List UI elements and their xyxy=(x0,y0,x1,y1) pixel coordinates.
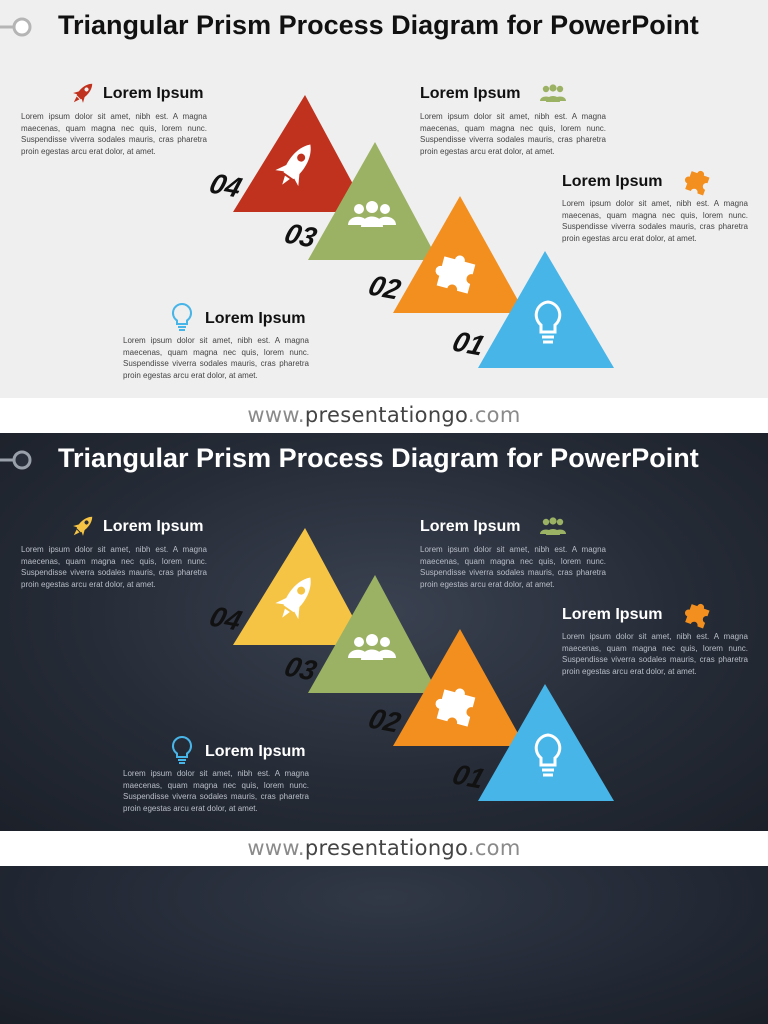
heading-03: Lorem Ipsum xyxy=(420,518,521,535)
rocket-icon xyxy=(73,83,93,103)
users-icon xyxy=(348,634,396,660)
triangle-diagram xyxy=(233,95,614,368)
users-icon xyxy=(348,201,396,227)
body-02: Lorem ipsum dolor sit amet, nibh est. A … xyxy=(562,632,748,676)
pin-icon xyxy=(0,17,32,37)
triangle-diagram xyxy=(233,528,614,801)
triangle-01 xyxy=(478,684,614,801)
body-03: Lorem ipsum dolor sit amet, nibh est. A … xyxy=(420,112,606,156)
rocket-icon xyxy=(275,577,311,620)
puzzle-icon xyxy=(684,170,710,196)
slide-title: Triangular Prism Process Diagram for Pow… xyxy=(58,443,699,473)
background-area xyxy=(0,866,768,1024)
lightbulb-icon xyxy=(171,302,193,331)
slide-light: Triangular Prism Process Diagram for Pow… xyxy=(0,0,768,398)
pin-icon xyxy=(0,450,32,470)
triangle-03 xyxy=(308,142,438,260)
triangle-01 xyxy=(478,251,614,368)
footer-light[interactable]: www.presentationgo.com xyxy=(0,398,768,433)
slide-dark: Triangular Prism Process Diagram for Pow… xyxy=(0,433,768,831)
footer-brand: presentationgo xyxy=(304,403,468,427)
heading-02: Lorem Ipsum xyxy=(562,606,663,623)
heading-01: Lorem Ipsum xyxy=(205,310,306,327)
heading-04: Lorem Ipsum xyxy=(103,85,204,102)
body-01: Lorem ipsum dolor sit amet, nibh est. A … xyxy=(123,336,309,380)
puzzle-icon xyxy=(684,603,710,629)
footer-suffix: .com xyxy=(467,836,521,860)
body-04: Lorem ipsum dolor sit amet, nibh est. A … xyxy=(21,112,207,156)
heading-02: Lorem Ipsum xyxy=(562,173,663,190)
lightbulb-icon xyxy=(534,733,562,777)
triangle-02 xyxy=(393,196,525,313)
lightbulb-icon xyxy=(171,735,193,764)
footer-brand: presentationgo xyxy=(304,836,468,860)
heading-01: Lorem Ipsum xyxy=(205,743,306,760)
triangle-03 xyxy=(308,575,438,693)
slide-title: Triangular Prism Process Diagram for Pow… xyxy=(58,10,699,40)
users-icon xyxy=(540,84,566,102)
triangle-02 xyxy=(393,629,525,746)
footer-suffix: .com xyxy=(467,403,521,427)
lightbulb-icon xyxy=(534,300,562,344)
rocket-icon xyxy=(275,144,311,187)
puzzle-icon xyxy=(435,255,476,294)
body-02: Lorem ipsum dolor sit amet, nibh est. A … xyxy=(562,199,748,243)
heading-03: Lorem Ipsum xyxy=(420,85,521,102)
puzzle-icon xyxy=(435,688,476,727)
heading-04: Lorem Ipsum xyxy=(103,518,204,535)
body-04: Lorem ipsum dolor sit amet, nibh est. A … xyxy=(21,545,207,589)
users-icon xyxy=(540,517,566,535)
footer-prefix: www. xyxy=(247,836,305,860)
rocket-icon xyxy=(73,516,93,536)
body-03: Lorem ipsum dolor sit amet, nibh est. A … xyxy=(420,545,606,589)
footer-prefix: www. xyxy=(247,403,305,427)
footer-dark[interactable]: www.presentationgo.com xyxy=(0,831,768,866)
body-01: Lorem ipsum dolor sit amet, nibh est. A … xyxy=(123,769,309,813)
